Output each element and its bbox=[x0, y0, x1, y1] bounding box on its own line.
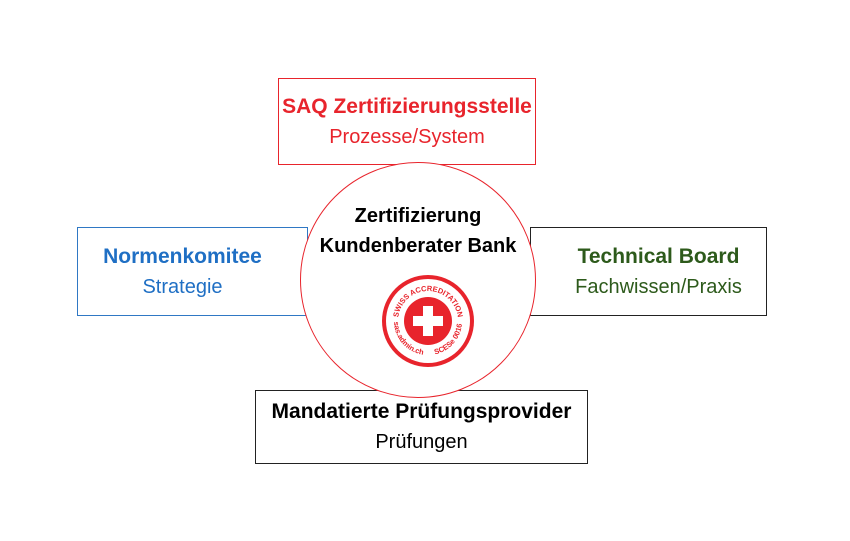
center-title-line1: Zertifizierung bbox=[354, 205, 482, 227]
box-title: Normenkomitee bbox=[103, 244, 262, 268]
exam-providers-box: Mandatierte Prüfungsprovider Prüfungen bbox=[255, 390, 588, 464]
saq-certification-body-box: SAQ Zertifizierungsstelle Prozesse/Syste… bbox=[278, 78, 536, 165]
swiss-cross-icon bbox=[413, 306, 443, 336]
box-subtitle: Prozesse/System bbox=[329, 125, 485, 148]
standards-committee-box: Normenkomitee Strategie bbox=[77, 227, 308, 316]
box-subtitle: Fachwissen/Praxis bbox=[575, 275, 742, 298]
box-title: Mandatierte Prüfungsprovider bbox=[271, 400, 572, 423]
swiss-accreditation-seal: SWISS ACCREDITATION sas.admin.ch SCESe 0… bbox=[382, 275, 474, 367]
box-subtitle: Strategie bbox=[142, 275, 223, 298]
box-subtitle: Prüfungen bbox=[375, 431, 468, 453]
box-title: SAQ Zertifizierungsstelle bbox=[282, 94, 532, 118]
center-title-line2: Kundenberater Bank bbox=[319, 235, 517, 257]
box-title: Technical Board bbox=[577, 244, 740, 268]
technical-board-box: Technical Board Fachwissen/Praxis bbox=[530, 227, 767, 316]
certification-center-circle: Zertifizierung Kundenberater Bank SWISS … bbox=[300, 162, 536, 398]
